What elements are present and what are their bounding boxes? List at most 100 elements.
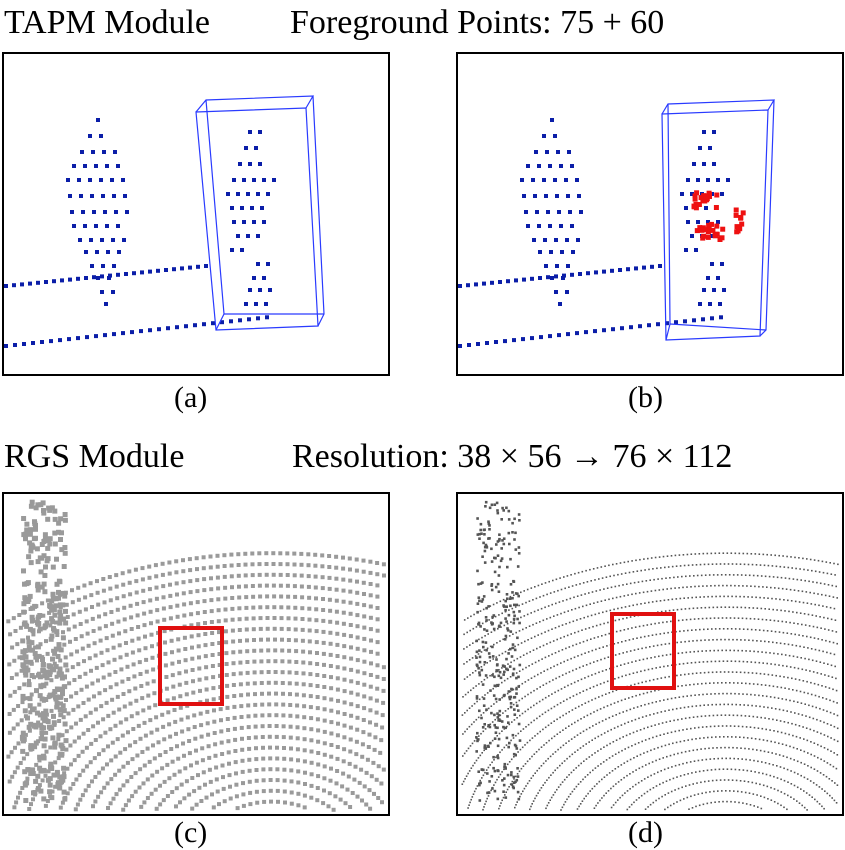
point [526, 782, 529, 785]
point [836, 702, 838, 704]
point [52, 744, 58, 750]
point [586, 639, 588, 642]
point [732, 606, 735, 609]
point [280, 637, 284, 642]
point [835, 631, 838, 633]
point [762, 629, 765, 632]
point [820, 673, 822, 675]
point [42, 736, 48, 742]
point [61, 765, 67, 771]
point [262, 220, 266, 224]
point [601, 720, 604, 722]
point [368, 720, 372, 725]
point [497, 674, 501, 678]
point [629, 582, 632, 585]
point [688, 716, 691, 719]
point [245, 681, 250, 686]
point [62, 517, 68, 523]
point [810, 741, 812, 743]
point [635, 559, 637, 562]
point [780, 778, 782, 781]
point [490, 705, 493, 707]
point [315, 695, 320, 699]
point [502, 673, 505, 676]
point [762, 772, 764, 775]
point [560, 688, 563, 690]
point [480, 681, 483, 683]
point [507, 649, 510, 651]
point [257, 551, 262, 556]
point [834, 665, 836, 668]
point [581, 704, 583, 706]
point [725, 682, 727, 684]
point [25, 715, 30, 721]
point [827, 663, 829, 665]
point [35, 559, 41, 565]
point [528, 625, 531, 627]
point [817, 756, 819, 759]
point [315, 684, 320, 688]
point [362, 614, 367, 619]
point [469, 745, 472, 747]
point [47, 672, 53, 678]
point [50, 789, 55, 794]
point [142, 623, 147, 628]
point [167, 571, 172, 576]
point [236, 573, 241, 578]
point [655, 799, 657, 802]
point [678, 587, 680, 589]
point [496, 642, 498, 644]
point [823, 760, 826, 762]
point [266, 670, 271, 674]
point [725, 790, 727, 792]
point [266, 648, 271, 653]
point [771, 597, 773, 600]
point [502, 694, 506, 698]
point [750, 553, 753, 555]
point [131, 727, 136, 731]
point [494, 718, 496, 721]
point [476, 731, 479, 735]
point [720, 226, 726, 232]
point [202, 322, 206, 327]
point [314, 640, 319, 645]
point [671, 664, 673, 666]
point [573, 596, 575, 599]
point [33, 645, 38, 650]
point [706, 769, 709, 772]
point [281, 724, 286, 729]
point [278, 551, 283, 556]
point [646, 624, 649, 626]
point [612, 563, 614, 566]
point [204, 264, 208, 268]
point [43, 773, 48, 778]
point [117, 707, 122, 712]
point [467, 343, 471, 347]
point [701, 759, 704, 761]
point [47, 610, 52, 615]
point [279, 605, 284, 610]
point [697, 618, 700, 620]
point [830, 724, 832, 726]
point [300, 638, 305, 643]
point [572, 695, 575, 697]
point [807, 647, 809, 649]
point [640, 780, 643, 782]
point [570, 657, 572, 660]
point [497, 574, 501, 577]
point [512, 621, 516, 625]
point [148, 609, 153, 614]
point [293, 638, 298, 643]
point [521, 337, 525, 342]
point [217, 802, 221, 807]
point [760, 684, 763, 686]
point [683, 798, 685, 800]
point [152, 691, 157, 696]
point [718, 692, 720, 695]
point [724, 638, 726, 641]
point [539, 730, 541, 733]
point [509, 676, 512, 678]
point [103, 688, 108, 693]
point [537, 224, 541, 228]
point [481, 581, 484, 584]
